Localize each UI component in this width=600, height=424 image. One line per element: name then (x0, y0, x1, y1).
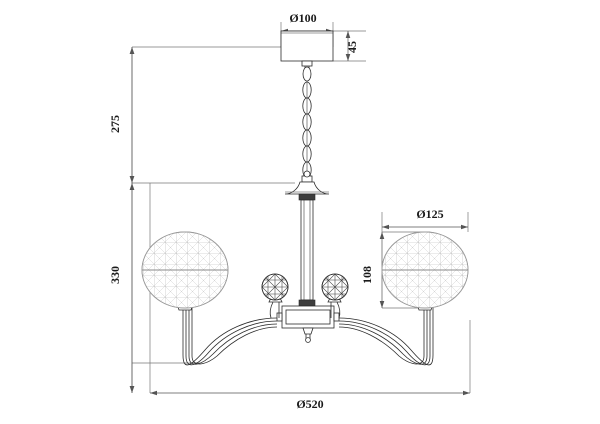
decor-ball-right (321, 273, 349, 319)
ceiling-canopy (280, 30, 334, 62)
fixture-geometry (141, 30, 469, 366)
dimension-labels: Ø100 45 275 330 Ø125 108 Ø520 (108, 11, 444, 411)
arrowhead-108-bottom (379, 301, 385, 308)
canopy-hook (301, 60, 313, 82)
arrowhead-275-top (129, 47, 135, 54)
arrowhead-275-bottom (129, 176, 135, 183)
label-chain-drop: 275 (108, 115, 122, 133)
label-body-height: 330 (108, 266, 122, 284)
arm-hub-body (276, 305, 340, 343)
glass-shade-left (141, 231, 229, 311)
arrowhead-520-right (463, 390, 470, 396)
arrowhead-45-top (345, 31, 351, 38)
center-stem (298, 193, 316, 307)
arm-right (338, 306, 434, 366)
arrowhead-330-bottom (129, 386, 135, 393)
label-overall-diameter: Ø520 (296, 397, 323, 411)
arrowhead-330-top (129, 183, 135, 190)
arm-left (182, 306, 278, 366)
decor-ball-left (261, 273, 289, 319)
label-shade-diameter: Ø125 (416, 207, 443, 221)
arrowhead-108-top (379, 232, 385, 239)
arrowhead-d125-left (382, 224, 389, 230)
suspension-chain (302, 81, 312, 179)
arrowhead-d125-right (461, 224, 468, 230)
label-canopy-diameter: Ø100 (289, 11, 316, 25)
arrowhead-45-bottom (345, 54, 351, 61)
bell-cap (284, 181, 330, 195)
label-canopy-height: 45 (345, 41, 359, 53)
label-shade-height: 108 (360, 266, 374, 284)
arrowhead-520-left (150, 390, 157, 396)
glass-shade-right (381, 231, 469, 311)
